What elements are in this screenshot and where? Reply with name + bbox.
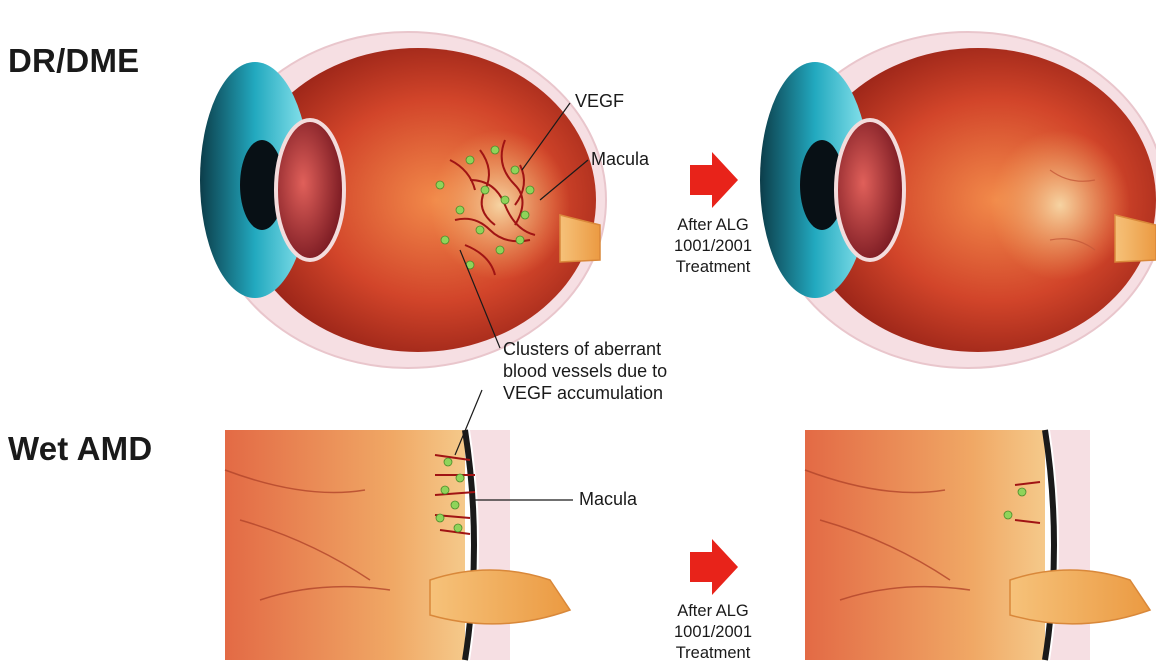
label-vegf: VEGF xyxy=(575,90,624,112)
caption-bottom-line-1: After ALG xyxy=(658,601,768,622)
eye-cross-section-before xyxy=(200,32,606,368)
fundus-after xyxy=(805,430,1150,660)
label-clusters-line-3: VEGF accumulation xyxy=(503,382,667,404)
arrow-top xyxy=(690,152,738,208)
caption-bottom: After ALG 1001/2001 Treatment xyxy=(658,601,768,664)
caption-bottom-line-2: 1001/2001 xyxy=(658,622,768,643)
label-macula-bottom: Macula xyxy=(579,488,637,510)
arrow-bottom xyxy=(690,539,738,595)
label-clusters-line-2: blood vessels due to xyxy=(503,360,667,382)
caption-top-line-2: 1001/2001 xyxy=(658,236,768,257)
label-clusters: Clusters of aberrant blood vessels due t… xyxy=(503,338,667,404)
caption-top-line-1: After ALG xyxy=(658,215,768,236)
label-macula-top: Macula xyxy=(591,148,649,170)
label-clusters-line-1: Clusters of aberrant xyxy=(503,338,667,360)
eye-cross-section-after xyxy=(760,32,1156,368)
fundus-before xyxy=(225,430,570,660)
caption-top: After ALG 1001/2001 Treatment xyxy=(658,215,768,278)
caption-bottom-line-3: Treatment xyxy=(658,643,768,664)
caption-top-line-3: Treatment xyxy=(658,257,768,278)
